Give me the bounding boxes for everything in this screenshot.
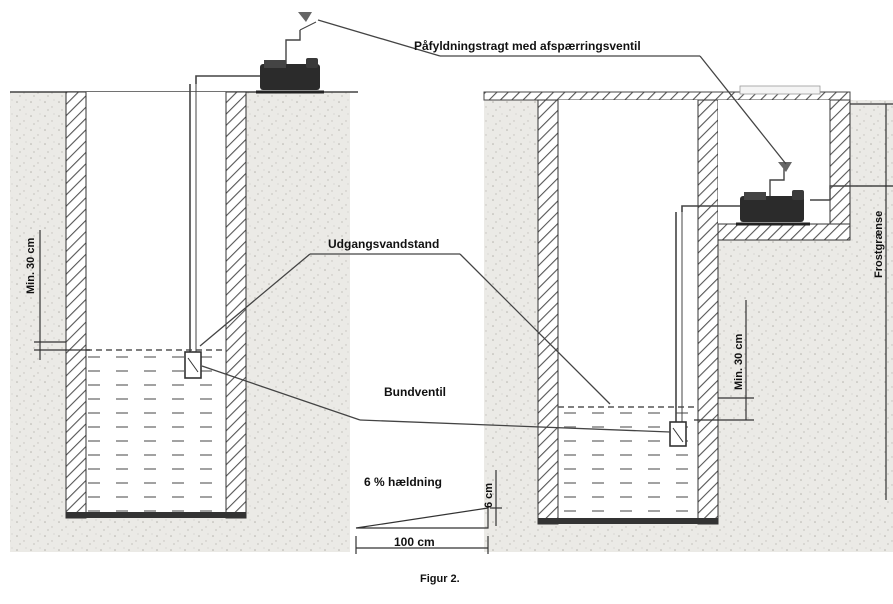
fill-funnel-icon-right <box>778 162 792 172</box>
foot-valve-icon-right <box>669 421 687 447</box>
dimension-min-left <box>34 230 90 360</box>
label-min-right: Min. 30 cm <box>733 334 745 390</box>
figure-caption: Figur 2. <box>420 573 460 585</box>
leader-lines <box>199 19 787 433</box>
dimension-min-right <box>694 300 754 421</box>
left-pump-assembly <box>184 12 324 379</box>
pump-chamber <box>717 85 851 241</box>
dimension-frost-line <box>850 103 893 500</box>
left-well <box>65 91 247 519</box>
right-well <box>537 99 719 525</box>
label-foot-valve: Bundventil <box>384 385 446 399</box>
label-frost: Frostgrænse <box>873 211 885 278</box>
label-slope-length: 100 cm <box>394 535 435 549</box>
right-pump-assembly <box>669 162 893 447</box>
label-outlet-level: Udgangsvandstand <box>328 237 439 251</box>
label-fill-funnel: Påfyldningstragt med afspærringsventil <box>414 39 641 53</box>
pump-icon-left <box>256 58 324 94</box>
label-slope-height: 6 cm <box>483 483 495 508</box>
label-min-left: Min. 30 cm <box>25 238 37 294</box>
foot-valve-icon-left <box>184 351 202 379</box>
pump-icon-right <box>736 190 810 226</box>
fill-funnel-icon-left <box>298 12 312 22</box>
slope-indicator <box>355 470 502 554</box>
label-slope: 6 % hældning <box>364 475 442 489</box>
